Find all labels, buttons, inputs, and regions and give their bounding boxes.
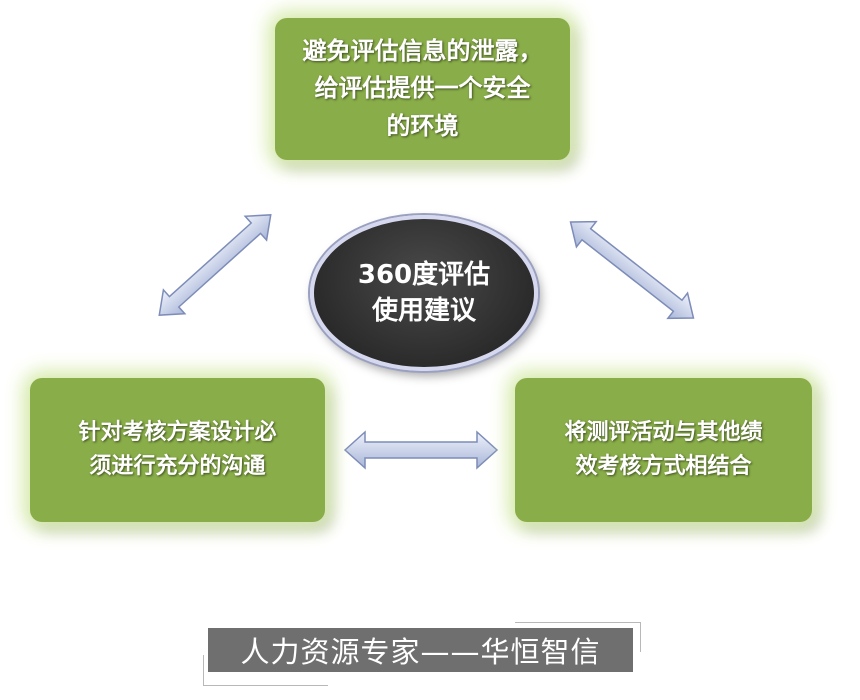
center-line2: 使用建议 [371, 296, 476, 326]
arrow-left-diagonal [158, 214, 272, 316]
arrow-right-diagonal [569, 220, 695, 320]
center-ellipse: 360度评估 使用建议 [310, 215, 538, 371]
box-right-line1: 将测评活动与其他绩 [564, 419, 763, 445]
box-left-line1: 针对考核方案设计必 [78, 419, 277, 445]
box-top-line1: 避免评估信息的泄露， [302, 37, 543, 66]
center-line1: 360度评估 [357, 259, 491, 290]
box-combine-methods: 将测评活动与其他绩 效考核方式相结合 [515, 378, 812, 522]
banner-frame-right [640, 622, 641, 652]
banner-frame-left [203, 655, 204, 685]
box-right-line2: 效考核方式相结合 [575, 454, 752, 479]
box-communication: 针对考核方案设计必 须进行充分的沟通 [30, 378, 325, 522]
box-top-line3: 的环境 [386, 111, 459, 140]
box-top-line2: 给评估提供一个安全 [314, 74, 531, 103]
banner-frame-bottom [203, 685, 328, 686]
banner-frame-top [515, 622, 641, 623]
box-info-security: 避免评估信息的泄露， 给评估提供一个安全 的环境 [275, 18, 570, 160]
brand-banner: 人力资源专家——华恒智信 [208, 628, 633, 672]
box-left-line2: 须进行充分的沟通 [89, 454, 266, 479]
arrow-horizontal [343, 430, 499, 470]
banner-text: 人力资源专家——华恒智信 [240, 635, 601, 669]
